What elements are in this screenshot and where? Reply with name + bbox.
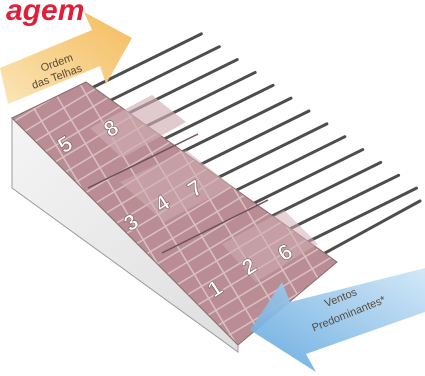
tile-group-middle <box>120 150 232 222</box>
course-line <box>161 199 269 254</box>
wind-arrow: Ventos Predominantes* <box>250 268 425 372</box>
course-line <box>87 133 199 189</box>
tile-group-lower <box>222 210 318 282</box>
tile-group-upper <box>90 95 186 158</box>
page-title: agem <box>6 0 84 27</box>
